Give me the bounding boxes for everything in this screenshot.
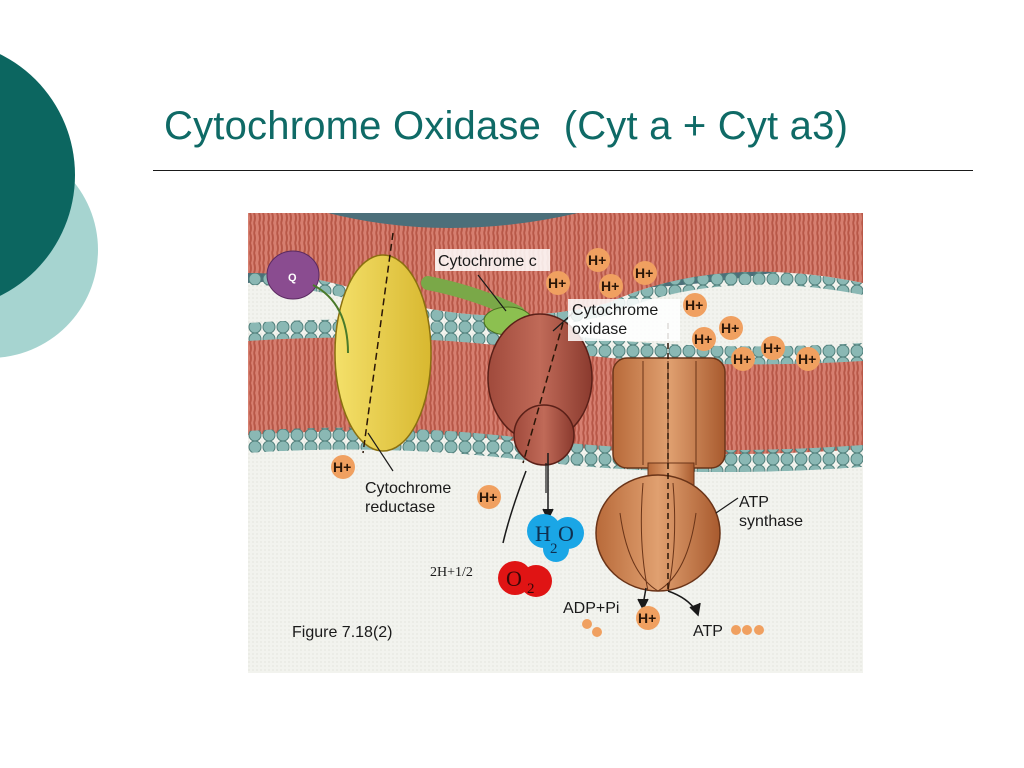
svg-text:H+: H+ xyxy=(548,275,566,291)
svg-text:H+: H+ xyxy=(733,351,751,367)
water-molecule: H 2 O xyxy=(527,514,584,562)
svg-text:H+: H+ xyxy=(635,265,653,281)
decorative-circles xyxy=(0,54,98,358)
slide-title: Cytochrome Oxidase (Cyt a + Cyt a3) xyxy=(164,104,849,148)
cytochrome-oxidase xyxy=(487,313,593,466)
proton: H+ xyxy=(719,316,743,340)
oxygen-molecule: O 2 xyxy=(498,561,552,597)
adp-phosphate-dots xyxy=(582,619,602,637)
atp-phosphate-dots xyxy=(731,625,764,635)
q-label: Q xyxy=(288,272,297,284)
o2-o: O xyxy=(506,566,522,591)
svg-text:H+: H+ xyxy=(685,297,703,313)
proton: H+ xyxy=(683,293,707,317)
figure-caption: Figure 7.18(2) xyxy=(292,624,393,641)
h2o-o: O xyxy=(558,521,574,546)
svg-text:H+: H+ xyxy=(763,340,781,356)
reaction-label: 2H+1/2 xyxy=(430,565,473,580)
h2o-h: H xyxy=(535,521,551,546)
svg-text:H+: H+ xyxy=(798,351,816,367)
flow-arrows xyxy=(502,453,701,617)
atp-synthase-label-2: synthase xyxy=(739,513,803,530)
ubiquinone: Q xyxy=(266,250,349,354)
cytochrome-oxidase-label-1: Cytochrome xyxy=(572,302,658,319)
membrane-diagram: Q Cytochrome c Cytochrome oxidase Cytoch… xyxy=(248,213,863,673)
proton: H+ xyxy=(477,485,501,509)
atp-synthase xyxy=(595,323,726,592)
svg-text:H+: H+ xyxy=(588,252,606,268)
proton: H+ xyxy=(546,271,570,295)
leader-lines xyxy=(367,274,739,514)
proton: H+ xyxy=(636,606,660,630)
svg-text:H+: H+ xyxy=(721,320,739,336)
cytochrome-c-label: Cytochrome c xyxy=(438,253,537,270)
protons: H+ H+ H+ H+ H+ H+ H+ H+ H+ H+ H+ H+ H+ xyxy=(331,248,820,630)
cytochrome-reductase-label-2: reductase xyxy=(365,499,435,516)
proton: H+ xyxy=(796,347,820,371)
atp-synthase-label-1: ATP xyxy=(739,494,769,511)
atp-label: ATP xyxy=(693,623,723,640)
cytochrome-oxidase-label-2: oxidase xyxy=(572,321,627,338)
proton: H+ xyxy=(331,455,355,479)
svg-text:H+: H+ xyxy=(601,278,619,294)
adp-pi-label: ADP+Pi xyxy=(563,600,619,617)
svg-text:H+: H+ xyxy=(694,331,712,347)
cytochrome-reductase-label-1: Cytochrome xyxy=(365,480,451,497)
svg-text:H+: H+ xyxy=(638,610,656,626)
title-underline xyxy=(153,170,973,171)
proton: H+ xyxy=(586,248,610,272)
svg-text:H+: H+ xyxy=(479,489,497,505)
electron-transport-figure: Q Cytochrome c Cytochrome oxidase Cytoch… xyxy=(248,213,863,673)
proton: H+ xyxy=(692,327,716,351)
proton: H+ xyxy=(633,261,657,285)
o2-subscript: 2 xyxy=(527,581,535,597)
h2o-subscript: 2 xyxy=(550,541,558,557)
proton: H+ xyxy=(731,347,755,371)
svg-text:H+: H+ xyxy=(333,459,351,475)
cytochrome-reductase xyxy=(334,232,432,454)
proton: H+ xyxy=(761,336,785,360)
dark-teal-circle xyxy=(0,54,75,296)
proton: H+ xyxy=(599,274,623,298)
